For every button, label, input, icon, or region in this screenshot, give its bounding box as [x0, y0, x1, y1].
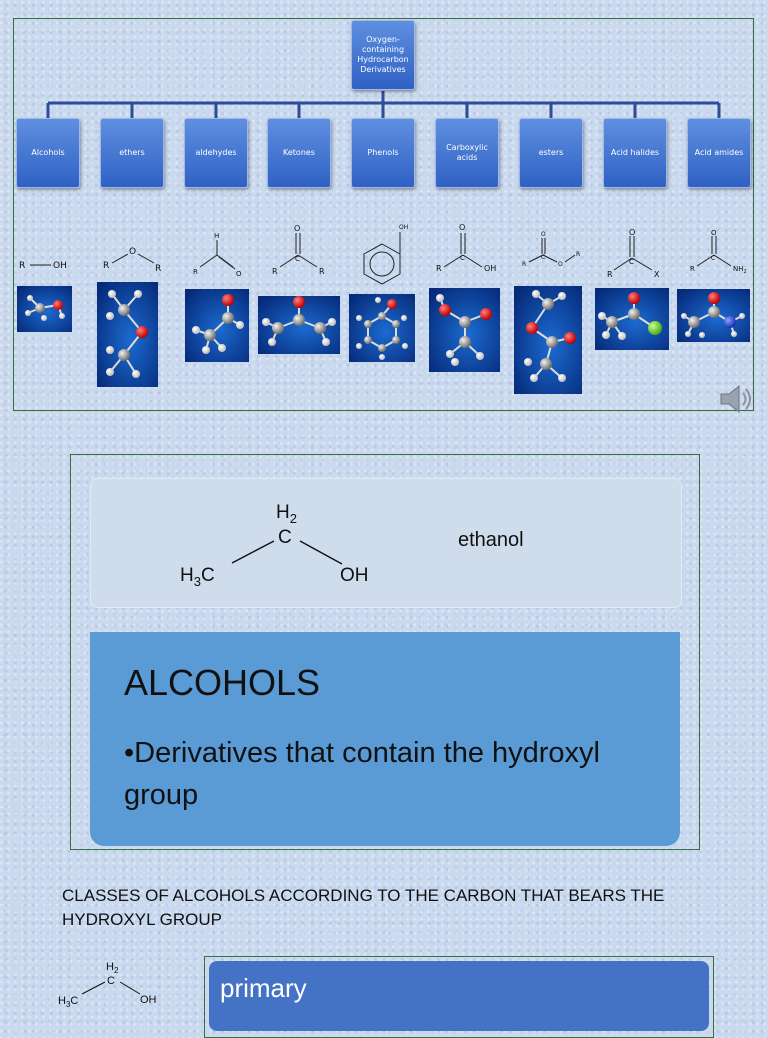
- ethanol-h2: H2: [276, 502, 297, 526]
- bullet: •: [124, 737, 135, 769]
- formula-c: C: [711, 255, 715, 262]
- ethanol-structure: H2 C H3C OH: [180, 502, 369, 589]
- formula-r: R: [272, 267, 278, 276]
- formula-x: X: [654, 270, 660, 279]
- category-node-carboxylic-acids: Carboxylic acids: [435, 118, 499, 188]
- root-node: Oxygen-containing Hydrocarbon Derivative…: [351, 20, 415, 90]
- formula-o: O: [129, 247, 136, 257]
- classes-heading: CLASSES OF ALCOHOLS ACCORDING TO THE CAR…: [62, 886, 665, 929]
- formula-o: O: [236, 270, 242, 278]
- category-node-ketones: Ketones: [267, 118, 331, 188]
- formula-r: R: [319, 267, 325, 276]
- primary-panel: [209, 961, 709, 1031]
- category-node-acid-halides: Acid halides: [603, 118, 667, 188]
- functional-group-formulas: R OH R O R H R O O R C R OH O R C OH O R…: [19, 223, 747, 285]
- formula-o: O: [294, 224, 300, 233]
- ethanol-h3c: H3C: [180, 565, 215, 589]
- category-label: Acid amides: [694, 148, 744, 157]
- category-node-aldehydes: aldehydes: [184, 118, 248, 188]
- category-node-phenols: Phenols: [351, 118, 415, 188]
- molecule-models: [17, 282, 750, 394]
- root-node-label: Oxygen-containing Hydrocarbon Derivative…: [357, 35, 409, 74]
- formula-r: R: [103, 261, 109, 271]
- formula-c: C: [295, 255, 300, 263]
- formula-r: R: [690, 265, 695, 273]
- formula-r: R: [522, 261, 526, 268]
- formula-r: R: [193, 268, 198, 276]
- formula-oh: OH: [484, 264, 496, 273]
- formula-h: H: [214, 232, 219, 240]
- primary-label: primary: [220, 973, 307, 1003]
- formula-o: O: [558, 261, 563, 268]
- alcohols-slide: [70, 454, 700, 850]
- category-label: Phenols: [367, 148, 399, 157]
- formula-r: R: [155, 264, 161, 274]
- formula-r: R: [19, 261, 25, 271]
- formula-c: C: [629, 258, 634, 266]
- category-label: esters: [538, 148, 564, 157]
- molecule-aldehyde: [185, 289, 249, 362]
- category-label: aldehydes: [195, 148, 237, 157]
- category-node-alcohols: Alcohols: [16, 118, 80, 188]
- speaker-icon[interactable]: [715, 382, 755, 416]
- category-node-ethers: ethers: [100, 118, 164, 188]
- alcohols-panel: [90, 632, 680, 846]
- molecule-acid-halide: [595, 288, 669, 350]
- formula-oh: OH: [399, 224, 408, 231]
- formula-o: O: [711, 229, 717, 237]
- primary-h2: H2: [106, 961, 119, 975]
- definition-text: Derivatives that contain the hydroxyl gr…: [124, 737, 600, 811]
- category-label: Ketones: [283, 148, 315, 157]
- primary-c: C: [107, 975, 115, 987]
- primary-ethanol-structure: H2 C H3C OH: [58, 961, 157, 1009]
- molecule-ether: [97, 282, 158, 387]
- hierarchy-connectors: [46, 91, 721, 118]
- molecule-alcohol: [17, 286, 72, 332]
- molecule-ketone: [258, 296, 340, 354]
- formula-r: R: [436, 264, 442, 273]
- formula-c: C: [541, 254, 545, 261]
- category-label: Alcohols: [31, 148, 65, 157]
- formula-r: R: [607, 270, 613, 279]
- molecule-carboxylic-acid: [429, 288, 500, 372]
- formula-o: O: [459, 223, 465, 232]
- formula-o: O: [541, 231, 546, 238]
- primary-h3c: H3C: [58, 995, 78, 1009]
- alcohols-title: ALCOHOLS: [124, 662, 321, 703]
- category-label: Carboxylic acids: [446, 143, 488, 162]
- formula-r: R: [576, 251, 580, 258]
- diagram-frame: [13, 18, 754, 411]
- formula-c: C: [460, 254, 465, 262]
- ethanol-card: [90, 478, 682, 608]
- ethanol-oh: OH: [340, 565, 369, 586]
- ethanol-name: ethanol: [458, 529, 524, 551]
- formula-oh: OH: [53, 261, 67, 271]
- category-node-acid-amides: Acid amides: [687, 118, 751, 188]
- alcohols-definition: •Derivatives that contain the hydroxyl g…: [124, 732, 644, 816]
- molecule-acid-amide: [677, 289, 750, 342]
- ethanol-c: C: [278, 527, 292, 548]
- category-label: ethers: [119, 148, 145, 157]
- category-node-esters: esters: [519, 118, 583, 188]
- category-label: Acid halides: [610, 148, 660, 157]
- formula-o: O: [629, 228, 635, 237]
- molecule-phenol: [349, 294, 415, 362]
- molecule-ester: [514, 286, 582, 394]
- primary-oh: OH: [140, 994, 157, 1006]
- formula-nh2: NH2: [733, 265, 747, 275]
